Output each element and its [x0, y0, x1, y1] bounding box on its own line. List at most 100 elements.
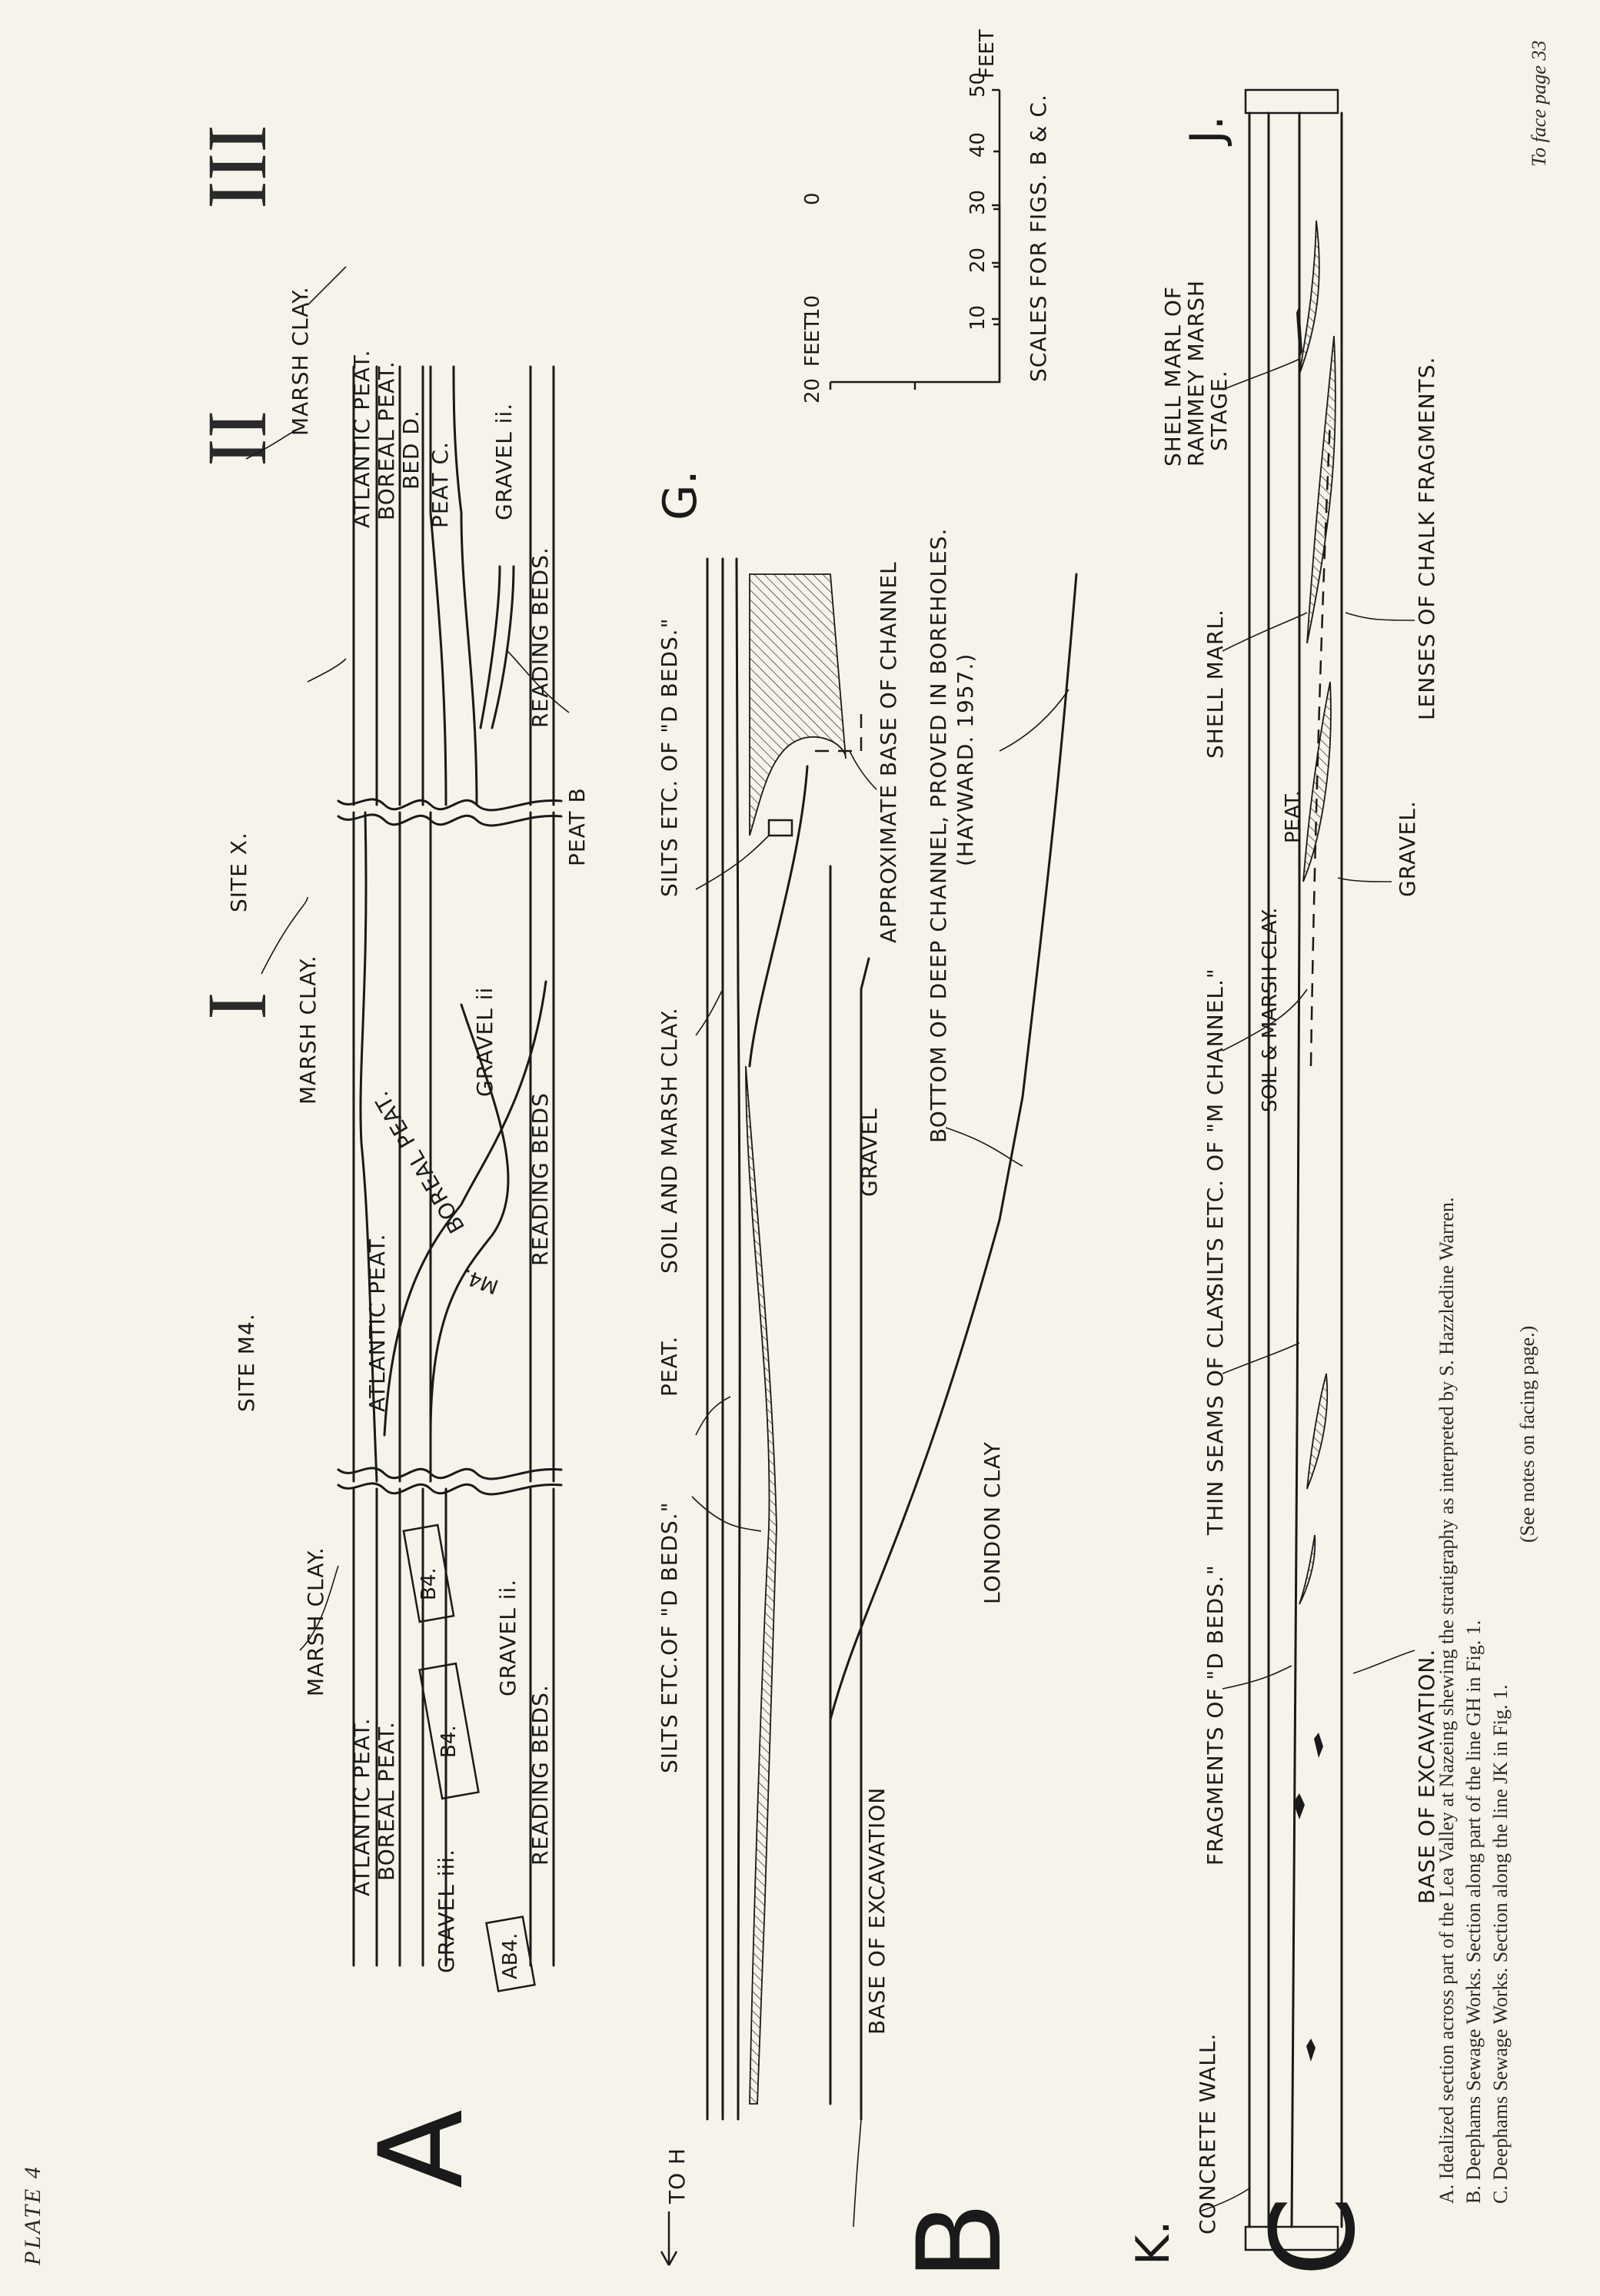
a-break-4 — [337, 798, 563, 812]
a-label-m4: M4. — [460, 1264, 502, 1298]
b-arrow-silts2 — [695, 835, 770, 890]
a-label-site-m4: SITE M4. — [234, 1313, 259, 1412]
c-lens-1 — [1302, 681, 1332, 882]
roman-iii: III — [190, 125, 284, 209]
c-label-peat: PEAT. — [1282, 790, 1305, 843]
scale-v-0: 0 — [801, 192, 824, 205]
b-dashed-base — [815, 713, 863, 753]
a-label-atlantic-2: ATLANTIC PEAT. — [364, 1234, 390, 1412]
c-shell-marl — [1296, 305, 1302, 359]
b-arrow-base-exc — [853, 2118, 862, 2228]
c-lens-5 — [1299, 1534, 1316, 1605]
figure-letter-a: A — [355, 2109, 489, 2188]
a-label-marsh-clay-1: MARSH CLAY. — [303, 1547, 328, 1696]
figure-b: B TO H G. SILTS ETC.OF "D BEDS." PEAT. S… — [654, 470, 1078, 2281]
face-page-note: To face page 33 — [1528, 41, 1550, 167]
a-mid-boreal-2 — [429, 1003, 510, 1437]
a-label-gravel-iii: GRAVEL iii. — [434, 1849, 459, 1973]
a-right-8 — [491, 565, 515, 729]
a-label-b4a: B4. — [437, 1725, 461, 1758]
b-arrow-approx — [849, 750, 877, 790]
c-label-soil-marsh: SOIL & MARSH CLAY. — [1259, 908, 1282, 1112]
b-g: G. — [654, 470, 707, 520]
a-label-atlantic-1: ATLANTIC PEAT. — [349, 1718, 374, 1896]
b-arrow-deep2 — [999, 689, 1069, 752]
a-box-b4a — [418, 1662, 480, 1800]
b-label-silts-d-1: SILTS ETC.OF "D BEDS." — [657, 1501, 682, 1773]
figure-c: C K. J. CONCRETE WALL. BASE OF EXCA — [1126, 88, 1439, 2277]
c-label-rammey-1: SHELL MARL OF — [1160, 286, 1186, 467]
scale-v-20: 20 — [801, 378, 824, 404]
scale-v-unit: FEET — [801, 317, 824, 367]
scale-h-unit: FEET — [976, 29, 999, 78]
a-mid-boreal — [383, 980, 547, 1437]
scale-h2-ticks — [993, 150, 1000, 326]
a-right-6 — [452, 365, 478, 806]
roman-ii: II — [190, 410, 284, 467]
b-arrow-peat — [695, 1396, 731, 1436]
caption-a: A. Idealized section across part of the … — [1435, 1198, 1458, 2204]
c-label-concrete: CONCRETE WALL. — [1195, 2033, 1220, 2235]
a-arrow-sitex — [245, 427, 301, 460]
scale-caption: SCALES FOR FIGS. B & C. — [1026, 94, 1051, 382]
scale-h-20: 20 — [966, 248, 990, 273]
c-label-lenses: LENSES OF CHALK FRAGMENTS. — [1414, 357, 1439, 720]
c-label-rammey-3: STAGE. — [1206, 370, 1232, 451]
a-label-gravel-ii-1: GRAVEL ii. — [495, 1579, 521, 1696]
a-label-boreal-3: BOREAL PEAT. — [374, 361, 399, 520]
a-label-gravel-ii-2: GRAVEL ii — [472, 987, 497, 1097]
c-arrow-silts — [1222, 989, 1308, 1052]
b-dbeds-right — [749, 573, 847, 836]
a-right-5 — [429, 365, 447, 806]
b-to-h-arrow — [660, 2211, 678, 2266]
scale-h2-axis — [992, 88, 1001, 382]
a-arrow-marsh2 — [307, 658, 347, 683]
c-arrow-base — [1352, 1650, 1415, 1674]
a-label-reading-1: READING BEDS. — [527, 1684, 553, 1866]
b-label-london-clay: LONDON CLAY — [980, 1441, 1005, 1604]
c-lens-3 — [1299, 220, 1320, 375]
b-dbeds-block — [767, 819, 793, 837]
b-to-h: TO H — [664, 2148, 690, 2205]
scale-h-40: 40 — [966, 132, 990, 158]
b-label-peat: PEAT. — [657, 1336, 682, 1397]
scale-vertical-axis — [830, 205, 1001, 384]
c-top-3 — [1290, 111, 1301, 2228]
c-lens-4 — [1306, 1373, 1329, 1490]
a-label-peat-c: PEAT C. — [427, 441, 453, 528]
a-label-site-x: SITE X. — [226, 832, 251, 912]
a-label-boreal-2: BOREAL PEAT. — [368, 1087, 470, 1238]
scales: 20 10 0 FEET 10 20 30 40 50 FEET SCALES … — [801, 29, 1051, 404]
b-label-approx-base: APPROXIMATE BASE OF CHANNEL — [876, 561, 901, 943]
c-label-base: BASE OF EXCAVATION. — [1414, 1649, 1439, 1904]
a-label-gravel-ii-3: GRAVEL ii. — [491, 403, 517, 520]
c-frag-3 — [1314, 1733, 1323, 1758]
c-label-thin-seams: THIN SEAMS OF CLAY. — [1202, 1288, 1228, 1536]
a-label-b4b: B4. — [417, 1567, 441, 1600]
c-lens-2 — [1306, 335, 1336, 644]
scale-h-10: 10 — [966, 305, 990, 331]
c-arrow-lenses — [1345, 612, 1415, 621]
a-arrow-marsh3 — [307, 266, 347, 306]
a-arrow-peatb — [507, 650, 570, 713]
c-label-rammey-2: RAMMEY MARSH — [1183, 280, 1209, 467]
scale-h-30: 30 — [966, 190, 990, 215]
a-right-7 — [479, 565, 501, 729]
c-label-fragments: FRAGMENTS OF "D BEDS." — [1202, 1564, 1228, 1866]
figure-a: A I II III — [190, 125, 590, 2188]
scale-v-10: 10 — [801, 295, 824, 321]
a-label-marsh-clay-2: MARSH CLAY. — [295, 955, 321, 1105]
a-box-b4b — [402, 1523, 455, 1623]
c-label-gravel: GRAVEL. — [1395, 800, 1420, 897]
caption-b: B. Deephams Sewage Works. Section along … — [1462, 1620, 1485, 2204]
c-frag-2 — [1293, 1793, 1305, 1819]
b-label-gravel: GRAVEL — [857, 1108, 882, 1197]
b-deep-channel — [829, 573, 1078, 1721]
b-arrow-soil — [695, 989, 723, 1036]
c-label-shell-marl: SHELL MARL. — [1202, 609, 1228, 759]
figure-letter-b: B — [893, 2201, 1027, 2281]
b-excavation-base — [860, 957, 870, 2121]
a-label-ab4: AB4. — [499, 1933, 522, 1979]
